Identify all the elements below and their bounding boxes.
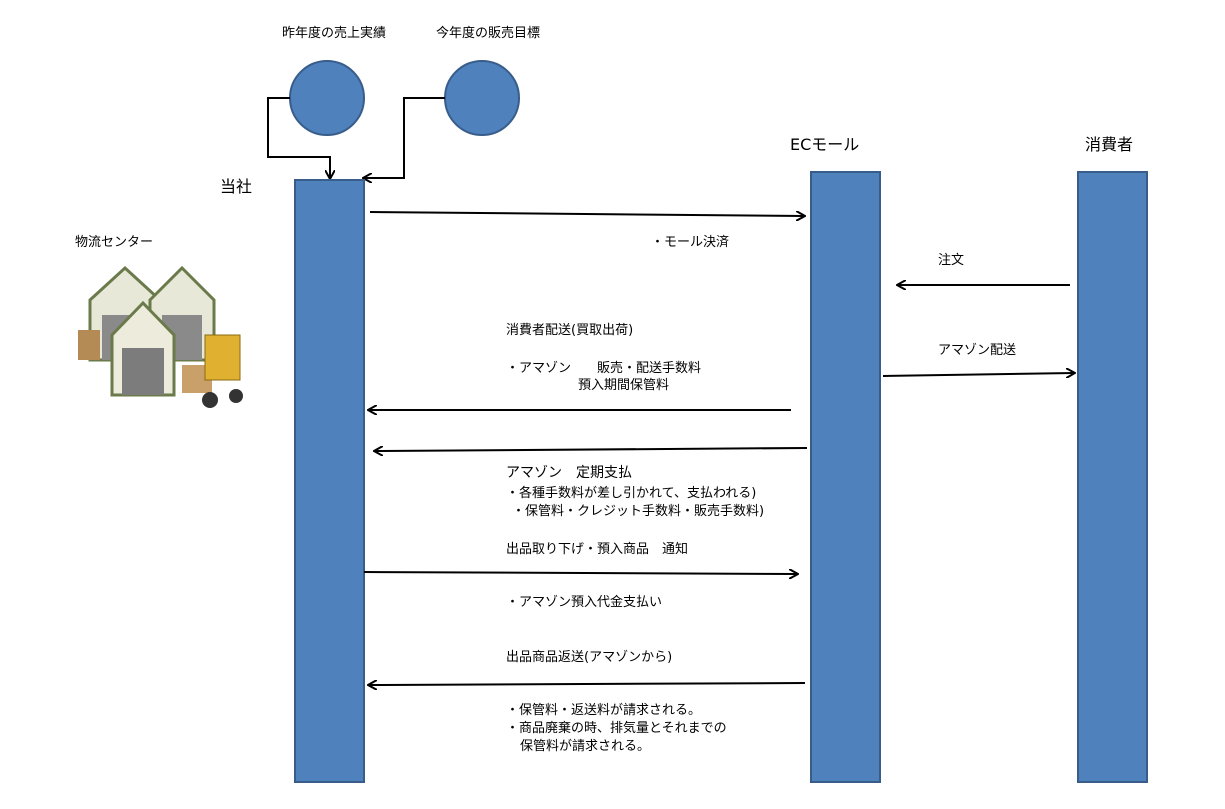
last-year-sales-circle [289,60,365,136]
consumer-label: 消費者 [1085,135,1134,154]
arrow-amazon-shipping [882,373,1074,376]
consumer-lifeline-bar [1077,171,1148,783]
last-year-connector-arrow [267,97,330,178]
warehouse-forklift-icon [78,265,243,408]
arrow-periodic-payment [375,448,808,451]
mall-payment-text: ・モール決済 [651,235,730,250]
fees-line2-text: 預入期間保管料 [578,378,670,393]
periodic-line1-text: ・各種手数料が差し引かれて、支払われる) [506,486,757,501]
deposit-payment-text: ・アマゾン預入代金支払い [506,595,663,610]
this-year-target-label: 今年度の販売目標 [436,26,541,41]
arrow-withdraw-notice [363,572,797,574]
periodic-payment-title: アマゾン 定期支払 [506,465,632,481]
disposal-line1-text: ・商品廃棄の時、排気量とそれまでの [506,721,727,736]
arrow-return [369,683,806,685]
ec-mall-label: ECモール [790,135,860,154]
last-year-sales-label: 昨年度の売上実績 [282,26,387,41]
disposal-line2-text: 保管料が請求される。 [520,739,651,754]
this-year-target-circle [444,60,520,136]
this-year-connector-arrow [364,97,445,178]
logistics-center-label: 物流センター [75,235,154,250]
amazon-shipping-text: アマゾン配送 [938,343,1017,358]
ec-mall-lifeline-bar [810,171,881,783]
consumer-delivery-text: 消費者配送(買取出荷) [506,323,634,338]
arrow-mall-payment [369,212,804,216]
fees-line1-text: ・アマゾン 販売・配送手数料 [506,361,702,376]
order-text: 注文 [938,253,965,268]
return-text: 出品商品返送(アマゾンから) [506,650,673,665]
company-lifeline-bar [294,179,365,783]
periodic-line2-text: ・保管料・クレジット手数料・販売手数料) [512,504,765,519]
withdraw-notice-text: 出品取り下げ・預入商品 通知 [506,542,689,557]
company-label: 当社 [220,177,253,196]
return-fee-text: ・保管料・返送料が請求される。 [506,703,702,718]
